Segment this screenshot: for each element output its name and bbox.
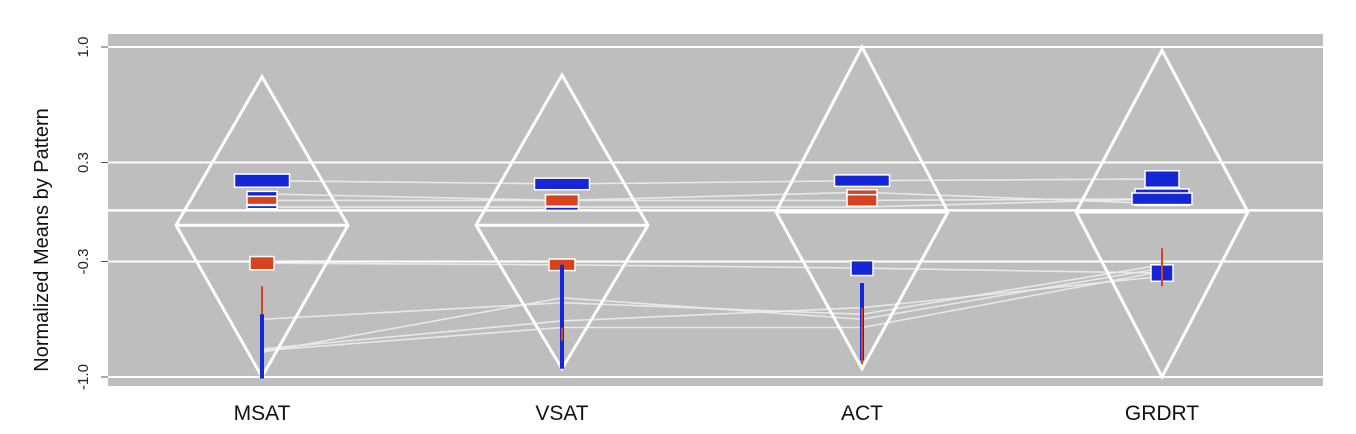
profile-line [261, 267, 1163, 354]
mean-box [1144, 170, 1180, 188]
profile-line [262, 198, 1163, 202]
mean-box [533, 177, 591, 191]
mean-box [544, 193, 580, 207]
profile-line [261, 270, 1163, 352]
profile-line [261, 262, 1163, 274]
spikes [260, 248, 1163, 379]
x-tick-label: MSAT [234, 402, 291, 425]
mean-box [233, 173, 291, 189]
y-tick-label: 0.3 [75, 152, 92, 173]
profile-line [261, 191, 1163, 205]
mean-box [850, 259, 874, 277]
y-ticks: 1.0 0.3 -0.3 -1.0 [75, 37, 108, 390]
mean-box [544, 206, 580, 212]
mean-box [833, 174, 891, 188]
mean-box [249, 255, 275, 271]
mean-box [246, 195, 278, 206]
y-tick-label: 1.0 [75, 37, 92, 58]
y-tick-label: -1.0 [75, 364, 92, 390]
y-axis-title: Normalized Means by Pattern [31, 108, 53, 371]
profile-lines [261, 178, 1163, 354]
mean-box [1131, 192, 1193, 206]
x-tick-label: GRDRT [1125, 402, 1199, 425]
diamond [774, 43, 950, 372]
diamond [1074, 47, 1250, 381]
x-ticks: MSAT VSAT ACT GRDRT [234, 402, 1200, 425]
y-tick-label: -0.3 [75, 249, 92, 275]
mean-box [246, 204, 278, 210]
x-tick-label: VSAT [535, 402, 588, 425]
x-tick-label: ACT [841, 402, 883, 425]
profile-line [261, 178, 1163, 185]
profile-line [262, 198, 1163, 208]
profile-line [261, 275, 1163, 350]
mean-box [846, 193, 878, 207]
